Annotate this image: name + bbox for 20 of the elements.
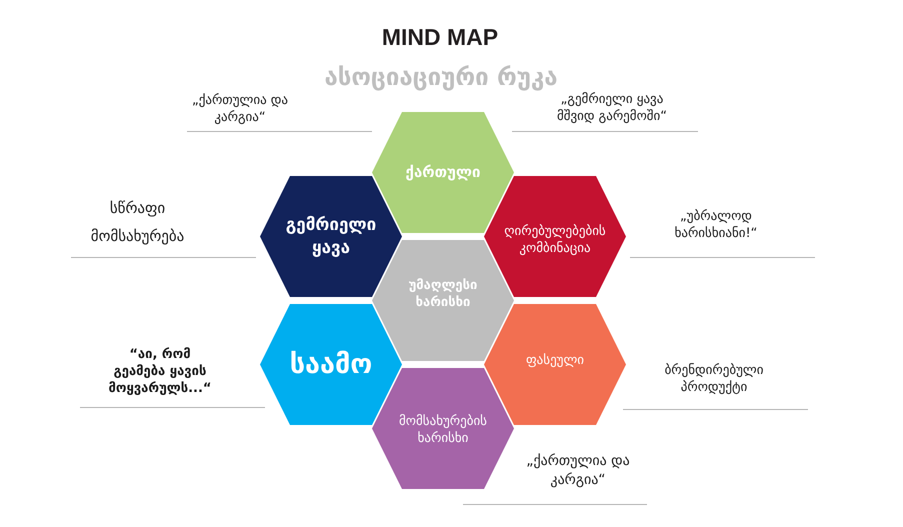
hexagon-label: ღირებულებების კომბინაცია — [504, 224, 606, 258]
hexagon-label: საამო — [290, 348, 372, 382]
hexagon-label: გემრიელი ყავა — [286, 214, 376, 259]
hexagon-label: მომსახურების ხარისხი — [399, 414, 487, 448]
hexagon — [372, 368, 514, 489]
quote-text: „გემრიელი ყავა მშვიდ გარემოში“ — [556, 91, 668, 125]
quote-text: „ქართულია და კარგია“ — [190, 92, 290, 126]
hexagon — [372, 240, 514, 361]
hexagon — [484, 176, 626, 297]
annotation-text: სწრაფი მომსახურება — [90, 198, 186, 247]
quote-text: „უბრალოდ ხარისხიანი!“ — [674, 208, 758, 242]
hexagon — [260, 176, 402, 297]
quote-text: „ქართულია და კარგია“ — [525, 452, 631, 490]
title: MIND MAP — [380, 23, 500, 51]
annotation-text: ბრენდირებული პროდუქტი — [664, 362, 764, 396]
hexagon-label: ფასეული — [526, 353, 584, 370]
subtitle: ასოციაციური რუკა — [323, 64, 559, 90]
hexagon-label: უმაღლესი ხარისხი — [408, 278, 478, 312]
quote-text: “აი, რომ გეამება ყავის მოყვარულს...“ — [108, 346, 212, 397]
hexagon-label: ქართული — [406, 162, 480, 182]
